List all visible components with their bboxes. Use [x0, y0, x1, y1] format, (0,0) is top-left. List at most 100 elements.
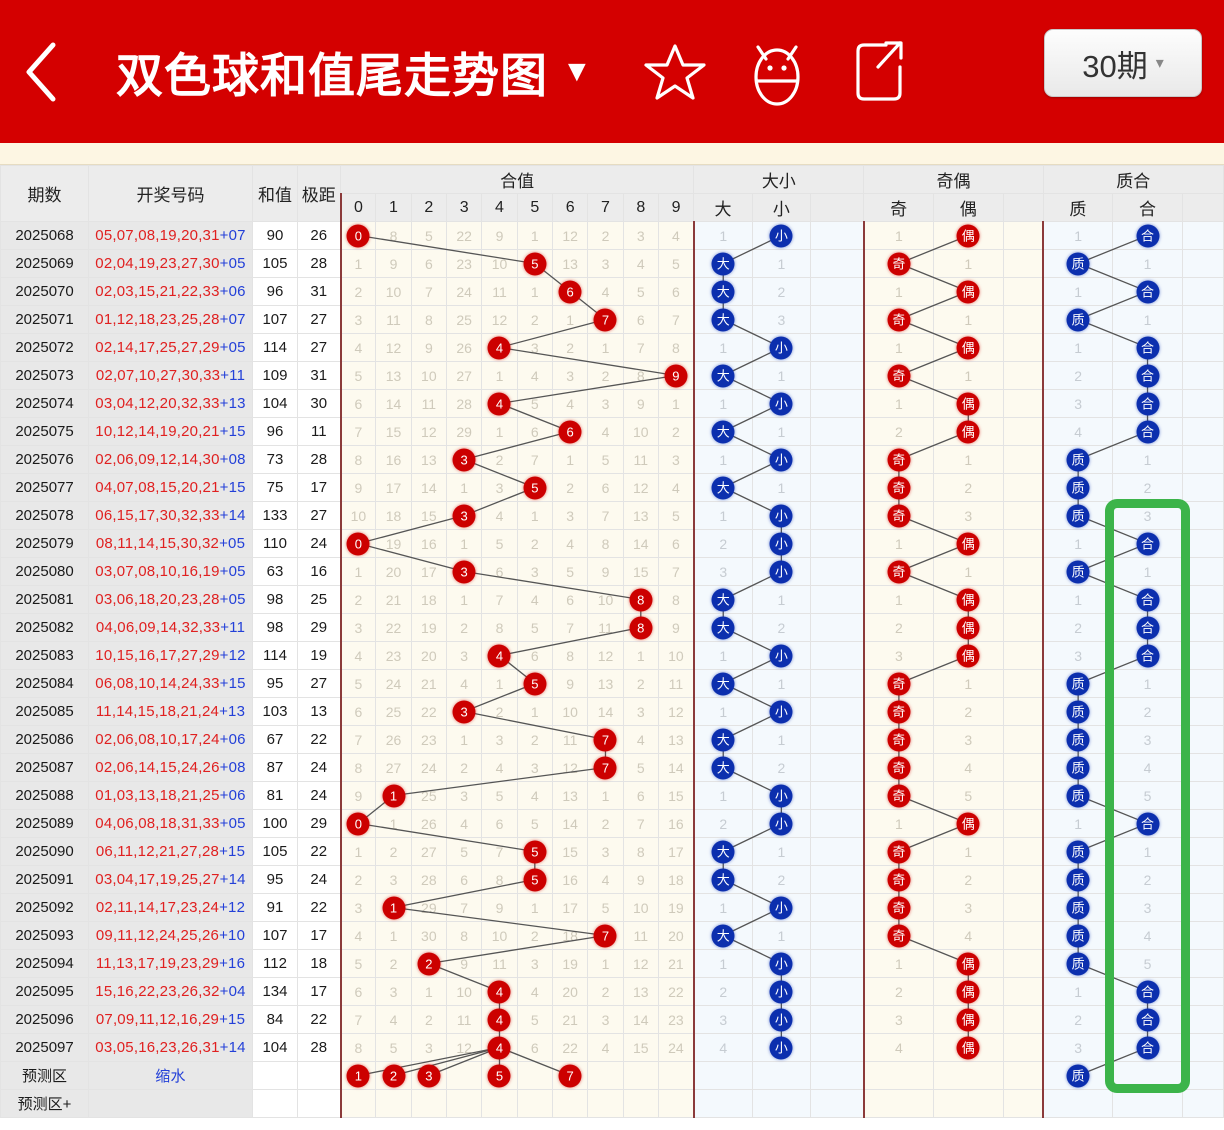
cell-prediction-zhihe-质[interactable]: 质	[1042, 1061, 1114, 1090]
cell-hezhi-8: 8	[622, 361, 659, 390]
subcol-jiou-pad	[1002, 193, 1044, 222]
cell-prediction-hezhi-1[interactable]: 2	[375, 1061, 412, 1090]
cell-jiou-pad	[1002, 585, 1044, 614]
title-group[interactable]: 双色球和值尾走势图 ▼	[116, 37, 592, 106]
ball-jiou-奇: 奇	[887, 672, 911, 695]
cell-daxiao-小: 小	[751, 893, 812, 922]
cell-prediction-hezhi-2[interactable]	[410, 1089, 448, 1118]
cell-issue: 2025090	[0, 837, 90, 866]
cell-prediction-hezhi-7[interactable]	[587, 1089, 624, 1118]
share-icon[interactable]	[848, 37, 910, 107]
robot-icon[interactable]	[744, 37, 810, 107]
cell-prediction-daxiao-小[interactable]	[751, 1061, 812, 1090]
cell-numbers: 07,09,11,12,16,29+15	[88, 1005, 253, 1034]
period-selector[interactable]: 30期 ▾	[1044, 29, 1202, 97]
cell-hezhi-6: 8	[551, 641, 589, 670]
cell-prediction-daxiao-大[interactable]	[692, 1061, 753, 1090]
cell-span: 31	[296, 277, 342, 306]
cell-prediction-jiou-偶[interactable]	[932, 1089, 1004, 1118]
cell-daxiao-小: 小	[751, 949, 812, 978]
cell-zhihe-质: 1	[1042, 277, 1114, 306]
cell-hezhi-2: 14	[410, 473, 448, 502]
cell-zhihe-pad	[1181, 585, 1224, 614]
cell-prediction-jiou-奇[interactable]	[862, 1061, 934, 1090]
cell-hezhi-0: 7	[339, 1005, 377, 1034]
cell-prediction-hezhi-3[interactable]	[445, 1061, 483, 1090]
cell-prediction-hezhi-4[interactable]: 5	[481, 1061, 518, 1090]
cell-prediction-action[interactable]	[88, 1089, 253, 1118]
cell-prediction-hezhi-2[interactable]: 3	[410, 1061, 448, 1090]
cell-prediction-zhihe-质[interactable]	[1042, 1089, 1114, 1118]
cell-prediction-action[interactable]: 缩水	[88, 1061, 253, 1090]
prediction-row[interactable]: 预测区+	[0, 1089, 1224, 1118]
cell-prediction-hezhi-0[interactable]: 1	[339, 1061, 377, 1090]
cell-numbers: 11,13,17,19,23,29+16	[88, 949, 253, 978]
cell-prediction-hezhi-3[interactable]	[445, 1089, 483, 1118]
cell-prediction-hezhi-7[interactable]	[587, 1061, 624, 1090]
cell-prediction-daxiao-小[interactable]	[751, 1089, 812, 1118]
cell-prediction-hezhi-6[interactable]	[551, 1089, 589, 1118]
star-icon[interactable]	[644, 42, 706, 102]
cell-zhihe-质: 3	[1042, 1033, 1114, 1062]
cell-prediction-jiou-奇[interactable]	[862, 1089, 934, 1118]
cell-prediction-hezhi-1[interactable]	[375, 1089, 412, 1118]
cell-prediction-hezhi-5[interactable]	[516, 1061, 553, 1090]
cell-hezhi-6: 6	[551, 585, 589, 614]
cell-hezhi-5: 5	[516, 865, 553, 894]
ball-zhihe-质: 质	[1066, 896, 1090, 919]
cell-prediction-hezhi-9[interactable]	[657, 1061, 695, 1090]
cell-prediction-hezhi-0[interactable]	[339, 1089, 377, 1118]
cell-prediction-jiou-偶[interactable]	[932, 1061, 1004, 1090]
cell-daxiao-小: 1	[751, 725, 812, 754]
ball-zhihe-合: 合	[1136, 224, 1160, 247]
back-button[interactable]	[0, 0, 86, 143]
cell-prediction-hezhi-8[interactable]	[622, 1089, 659, 1118]
cell-prediction-zhihe-合[interactable]	[1112, 1061, 1183, 1090]
cell-prediction-hezhi-6[interactable]: 7	[551, 1061, 589, 1090]
cell-hezhi-7: 3	[587, 249, 624, 278]
cell-issue: 2025087	[0, 753, 90, 782]
cell-hezhi-7: 9	[587, 557, 624, 586]
cell-prediction-hezhi-8[interactable]	[622, 1061, 659, 1090]
cell-prediction-daxiao-大[interactable]	[692, 1089, 753, 1118]
cell-prediction-hezhi-4[interactable]	[481, 1089, 518, 1118]
chevron-down-icon[interactable]: ▼	[562, 54, 592, 88]
cell-prediction-hezhi-5[interactable]	[516, 1089, 553, 1118]
cell-prediction-zhihe-合[interactable]	[1112, 1089, 1183, 1118]
cell-prediction-hezhi-9[interactable]	[657, 1089, 695, 1118]
ball-daxiao-大: 大	[711, 476, 735, 499]
cell-zhihe-合: 4	[1112, 753, 1183, 782]
cell-jiou-偶: 偶	[932, 1033, 1004, 1062]
